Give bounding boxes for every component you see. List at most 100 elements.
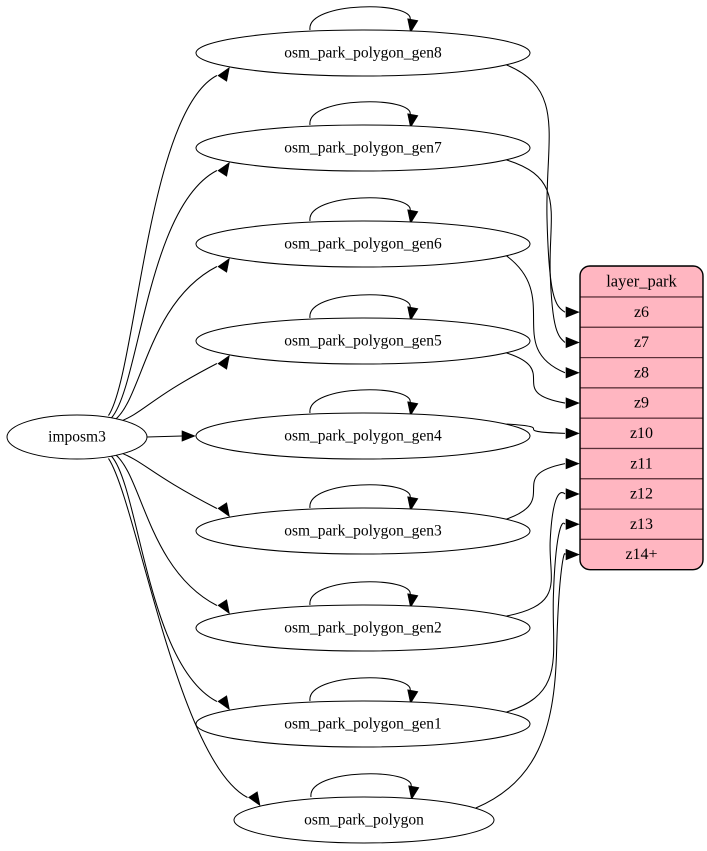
edge-self-loop-osm_park_polygon_gen6 — [309, 197, 411, 222]
node-shape-osm_park_polygon_gen8 — [195, 29, 531, 77]
edge-self-loop-osm_park_polygon_gen4 — [309, 389, 411, 414]
edge-imposm3-to-osm_park_polygon_gen3 — [117, 450, 218, 509]
node-label-osm_park_polygon_gen3: osm_park_polygon_gen3 — [284, 523, 442, 540]
layer-park-table[interactable]: layer_park z6 z7 z8 z9 z10 z11 z12 z13 z14+ — [579, 265, 704, 571]
edge-imposm3-to-osm_park_polygon_gen8 — [108, 75, 218, 416]
arrowhead-icon — [565, 427, 580, 439]
node-label-osm_park_polygon_gen2: osm_park_polygon_gen2 — [284, 620, 442, 637]
node-osm_park_polygon_gen4[interactable]: osm_park_polygon_gen4 — [195, 412, 531, 460]
edge-osm_park_polygon_gen5-to-z9 — [506, 352, 566, 404]
node-osm_park_polygon_gen6[interactable]: osm_park_polygon_gen6 — [195, 220, 531, 268]
edge-self-loop-osm_park_polygon_gen5 — [309, 294, 411, 319]
layer-park-row-z9[interactable] — [580, 387, 703, 419]
arrowhead-icon — [407, 496, 419, 512]
arrowhead-icon — [407, 209, 419, 225]
layer-park-header-label: layer_park — [606, 271, 677, 290]
node-label-osm_park_polygon_gen5: osm_park_polygon_gen5 — [284, 333, 442, 350]
node-shape-osm_park_polygon_gen5 — [195, 317, 531, 365]
edge-osm_park_polygon-to-z14+ — [475, 553, 566, 809]
edge-self-loop-osm_park_polygon_gen2 — [309, 581, 411, 606]
edge-osm_park_polygon_gen1-to-z13 — [506, 522, 566, 713]
arrowhead-icon — [407, 401, 419, 417]
edge-osm_park_polygon_gen4-to-z10 — [506, 423, 566, 434]
layer-park-row-label-z10: z10 — [630, 425, 653, 442]
arrowhead-icon — [408, 785, 420, 801]
arrowhead-icon — [217, 502, 230, 518]
layer-park-row-z12[interactable] — [580, 478, 703, 510]
layer-park-row-label-z9: z9 — [634, 395, 649, 412]
edge-imposm3-to-osm_park_polygon_gen6 — [114, 266, 218, 421]
layer-park-row-label-z13: z13 — [630, 516, 653, 533]
layer-park-row-z10[interactable] — [580, 417, 703, 450]
arrowhead-icon — [217, 257, 230, 273]
node-osm_park_polygon_gen8[interactable]: osm_park_polygon_gen8 — [195, 29, 531, 77]
layer-park-row-label-z14+: z14+ — [625, 546, 657, 563]
edges-self-loops — [309, 6, 420, 801]
layer-park-border — [579, 265, 704, 571]
edges-to-layer-park — [475, 64, 580, 809]
arrowhead-icon — [248, 791, 261, 807]
arrowhead-icon — [217, 695, 230, 711]
layer-park-row-label-z11: z11 — [630, 455, 653, 472]
node-osm_park_polygon_gen5[interactable]: osm_park_polygon_gen5 — [195, 317, 531, 365]
arrowhead-icon — [217, 354, 230, 370]
edge-self-loop-osm_park_polygon_gen8 — [309, 6, 411, 31]
arrowhead-icon — [407, 593, 419, 609]
edge-self-loop-osm_park_polygon_gen7 — [309, 101, 411, 126]
arrowhead-icon — [565, 488, 580, 500]
arrowhead-icon — [407, 18, 419, 34]
node-label-osm_park_polygon_gen7: osm_park_polygon_gen7 — [284, 140, 442, 157]
node-label-osm_park_polygon: osm_park_polygon — [304, 812, 424, 829]
node-imposm3[interactable]: imposm3 — [6, 414, 148, 460]
arrowhead-icon — [565, 367, 580, 379]
edge-imposm3-to-osm_park_polygon_gen2 — [114, 453, 218, 606]
node-label-imposm3: imposm3 — [48, 429, 106, 446]
edge-osm_park_polygon_gen8-to-z6 — [506, 64, 566, 313]
edge-osm_park_polygon_gen7-to-z7 — [506, 159, 566, 343]
arrowhead-icon — [217, 161, 230, 177]
layer-park-row-z14+[interactable] — [580, 538, 703, 570]
node-label-osm_park_polygon_gen4: osm_park_polygon_gen4 — [284, 428, 442, 445]
layer-park-row-label-z8: z8 — [634, 364, 649, 381]
node-osm_park_polygon[interactable]: osm_park_polygon — [233, 796, 495, 844]
arrowhead-icon — [407, 689, 419, 705]
arrowhead-icon — [565, 397, 580, 409]
layer-park-row-label-z6: z6 — [634, 304, 649, 321]
node-shape-osm_park_polygon — [233, 796, 495, 844]
node-label-osm_park_polygon_gen1: osm_park_polygon_gen1 — [284, 716, 442, 733]
arrowhead-icon — [217, 66, 230, 82]
edge-imposm3-to-osm_park_polygon_gen5 — [117, 363, 218, 424]
edges-from-imposm3 — [108, 66, 261, 807]
layer-park-row-z7[interactable] — [580, 326, 703, 359]
edge-osm_park_polygon_gen6-to-z8 — [506, 255, 566, 374]
edge-osm_park_polygon_gen3-to-z11 — [506, 463, 566, 520]
edge-imposm3-to-osm_park_polygon_gen7 — [111, 170, 218, 419]
node-osm_park_polygon_gen2[interactable]: osm_park_polygon_gen2 — [195, 604, 531, 652]
node-label-osm_park_polygon_gen8: osm_park_polygon_gen8 — [284, 45, 442, 62]
arrowhead-icon — [407, 306, 419, 322]
node-osm_park_polygon_gen7[interactable]: osm_park_polygon_gen7 — [195, 124, 531, 172]
edge-self-loop-osm_park_polygon_gen3 — [309, 484, 411, 509]
node-shape-osm_park_polygon_gen3 — [195, 507, 531, 555]
node-shape-osm_park_polygon_gen2 — [195, 604, 531, 652]
edge-imposm3-to-osm_park_polygon_gen1 — [111, 455, 218, 702]
node-osm_park_polygon_gen3[interactable]: osm_park_polygon_gen3 — [195, 507, 531, 555]
layer-park-row-z13[interactable] — [580, 508, 703, 541]
arrowhead-icon — [565, 518, 580, 530]
layer-park-row-z6[interactable] — [580, 296, 703, 328]
node-shape-osm_park_polygon_gen4 — [195, 412, 531, 460]
layer-park-row-label-z12: z12 — [630, 486, 653, 503]
arrowhead-icon — [565, 548, 580, 561]
node-osm_park_polygon_gen1[interactable]: osm_park_polygon_gen1 — [195, 700, 531, 748]
node-shape-imposm3 — [6, 414, 148, 460]
node-label-osm_park_polygon_gen6: osm_park_polygon_gen6 — [284, 236, 442, 253]
node-group: osm_park_polygon_gen8 osm_park_polygon_ge… — [6, 29, 531, 844]
node-shape-osm_park_polygon_gen7 — [195, 124, 531, 172]
node-shape-osm_park_polygon_gen6 — [195, 220, 531, 268]
edge-imposm3-to-osm_park_polygon_gen4 — [146, 435, 183, 438]
layer-park-row-label-z7: z7 — [634, 334, 649, 351]
layer-park-rows — [580, 266, 703, 570]
edge-self-loop-osm_park_polygon — [310, 773, 412, 798]
arrowhead-icon — [181, 430, 196, 442]
